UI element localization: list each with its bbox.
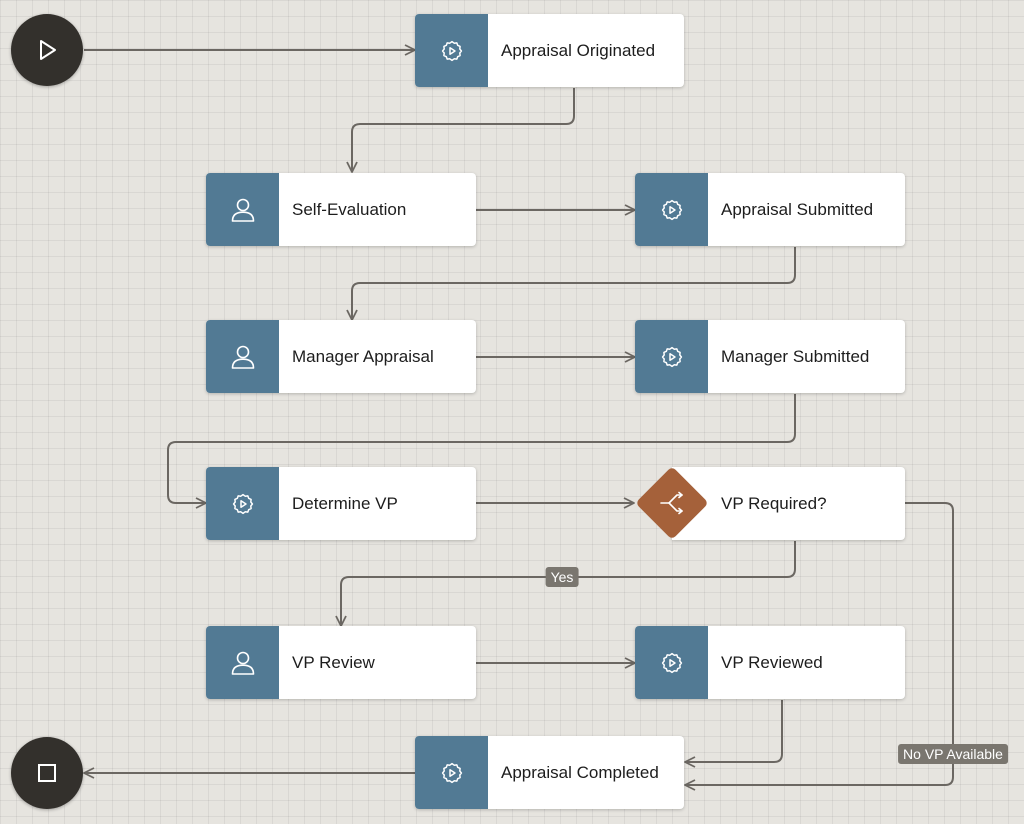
human-task-header (206, 173, 279, 246)
service-task-header (415, 736, 488, 809)
edge-submitted-to-manager-appraisal (346, 247, 796, 321)
node-label: Self-Evaluation (292, 199, 407, 219)
node-appraisal-originated[interactable]: Appraisal Originated (415, 14, 684, 87)
gateway-icon-holder (654, 485, 690, 521)
play-icon (40, 40, 56, 60)
service-task-header (206, 467, 279, 540)
node-label: Manager Submitted (721, 346, 870, 366)
service-task-header (635, 320, 708, 393)
node-manager-submitted[interactable]: Manager Submitted (635, 320, 905, 393)
gear-play-icon (661, 346, 682, 367)
node-vp-required-gateway[interactable]: VP Required? (635, 466, 905, 540)
node-label: VP Reviewed (721, 652, 823, 672)
node-label: VP Review (292, 652, 375, 672)
node-label: Appraisal Submitted (721, 199, 874, 219)
node-label: VP Required? (721, 494, 827, 513)
node-manager-appraisal[interactable]: Manager Appraisal (206, 320, 476, 393)
person-icon (231, 198, 254, 222)
node-appraisal-completed[interactable]: Appraisal Completed (415, 736, 684, 809)
service-task-header (635, 173, 708, 246)
edge-vp-reviewed-to-completed (684, 700, 783, 768)
stop-icon (38, 764, 56, 782)
end-event[interactable] (11, 737, 83, 809)
service-task-header (415, 14, 488, 87)
edge-originated-to-self-evaluation (346, 88, 575, 173)
node-label: Appraisal Completed (501, 762, 659, 782)
node-label: Appraisal Originated (501, 40, 656, 60)
gear-play-icon (232, 493, 253, 514)
node-vp-reviewed[interactable]: VP Reviewed (635, 626, 905, 699)
edge-label-no-vp-available[interactable]: No VP Available (898, 744, 1008, 764)
node-vp-review[interactable]: VP Review (206, 626, 476, 699)
branch-icon (660, 491, 683, 515)
person-icon (231, 345, 254, 369)
gear-play-icon (661, 652, 682, 673)
node-label: Determine VP (292, 493, 398, 513)
person-icon (231, 651, 254, 675)
node-appraisal-submitted[interactable]: Appraisal Submitted (635, 173, 905, 246)
node-label: Manager Appraisal (292, 346, 434, 366)
gear-play-icon (441, 762, 462, 783)
start-event[interactable] (11, 14, 83, 86)
gear-play-icon (441, 40, 462, 61)
edge-label-yes[interactable]: Yes (545, 567, 579, 587)
gateway-card (672, 467, 905, 540)
human-task-header (206, 320, 279, 393)
node-determine-vp[interactable]: Determine VP (206, 467, 476, 540)
gear-play-icon (661, 199, 682, 220)
service-task-header (635, 626, 708, 699)
node-self-evaluation[interactable]: Self-Evaluation (206, 173, 476, 246)
human-task-header (206, 626, 279, 699)
